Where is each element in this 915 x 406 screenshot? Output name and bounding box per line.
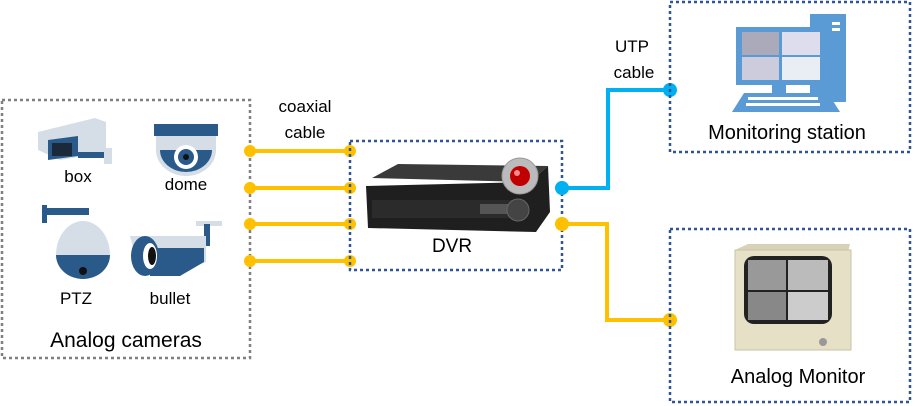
monitoring-station-box	[668, 0, 912, 154]
utp-label-line2: cable	[614, 63, 655, 82]
connector-dot	[244, 182, 256, 194]
connector-dot	[244, 145, 256, 157]
connector-dot	[244, 218, 256, 230]
bullet-camera-icon	[130, 221, 222, 276]
dome-camera-icon	[154, 124, 218, 176]
box-camera-icon	[38, 118, 112, 164]
camera-label-box: box	[64, 167, 92, 186]
coaxial-cables	[244, 145, 356, 267]
connector-dot	[344, 255, 356, 267]
dvr-label: DVR	[432, 236, 472, 257]
monitoring-station-label: Monitoring station	[708, 122, 866, 144]
utp-label-line1: UTP	[615, 37, 649, 56]
camera-label-ptz: PTZ	[60, 289, 92, 308]
desktop-computer-icon	[732, 14, 846, 112]
connector-dot	[555, 217, 569, 231]
crt-monitor-icon	[734, 244, 852, 351]
analog-monitor-label: Analog Monitor	[731, 366, 866, 388]
camera-label-dome: dome	[165, 175, 208, 194]
connector-dot	[344, 218, 356, 230]
analog-cameras-label: Analog cameras	[50, 329, 202, 352]
ptz-camera-icon	[42, 205, 110, 279]
analog-cameras-box	[0, 98, 252, 360]
camera-label-bullet: bullet	[150, 289, 191, 308]
connector-dot	[555, 181, 569, 195]
dvr-box	[348, 139, 564, 272]
analog-monitor-box	[668, 227, 912, 404]
connector-dot	[344, 182, 356, 194]
connector-dot	[244, 255, 256, 267]
utp-cable	[562, 88, 670, 190]
dvr-recorder-icon	[366, 157, 550, 232]
coaxial-label-line1: coaxial	[279, 97, 332, 116]
coaxial-label-line2: cable	[285, 123, 326, 142]
coaxial-cable-monitor	[562, 222, 670, 322]
